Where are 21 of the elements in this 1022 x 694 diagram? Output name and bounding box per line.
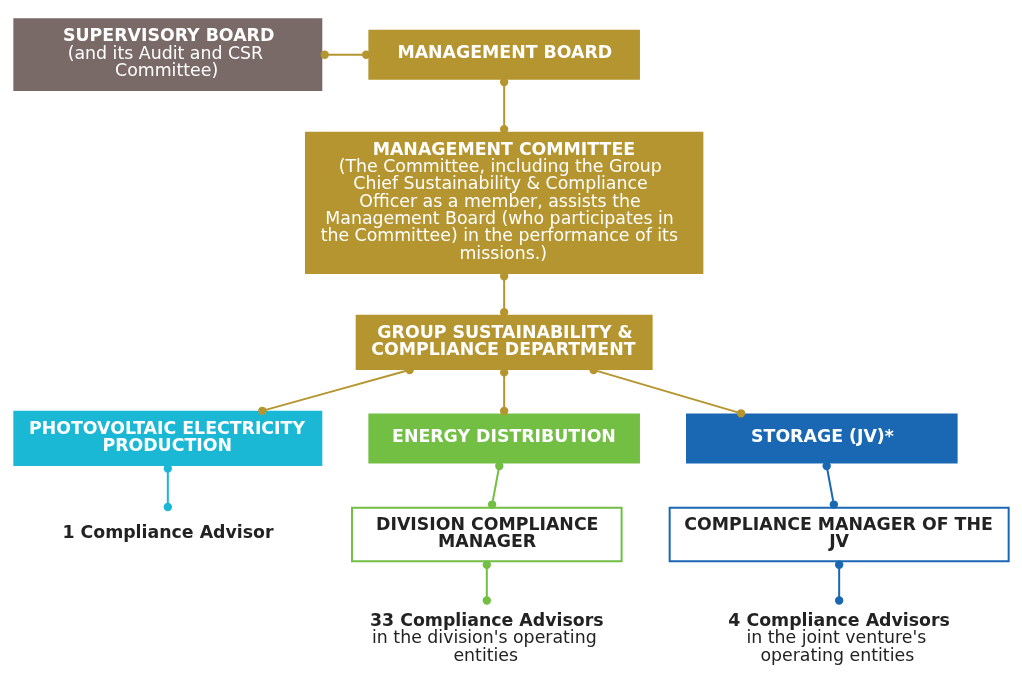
node-box: ENERGY DISTRIBUTION bbox=[367, 413, 640, 464]
node-box: PHOTOVOLTAIC ELECTRICITY PRODUCTION bbox=[12, 410, 322, 467]
connector bbox=[482, 560, 491, 605]
connector bbox=[499, 77, 508, 134]
connector bbox=[163, 464, 172, 512]
connector bbox=[822, 461, 838, 509]
connector bbox=[487, 461, 503, 509]
node-box: STORAGE (JV)* bbox=[685, 413, 958, 464]
node-box: GROUP SUSTAINABILITY & COMPLIANCE DEPARTMENT bbox=[355, 314, 653, 370]
node-text: 1 Compliance Advisor bbox=[61, 521, 274, 542]
node-box: MANAGEMENT COMMITTEE (The Committee, including the Group Chief Sustainability & Compliance Officer as a member, assists the Management Board (who participates in the Committee) in the performance of its missions.) bbox=[304, 131, 703, 274]
node-text: 4 Compliance Advisors in the joint venture's operating entities bbox=[727, 609, 950, 665]
connector bbox=[320, 50, 370, 59]
connector bbox=[834, 560, 843, 605]
node-box: COMPLIANCE MANAGER OF THE JV bbox=[668, 506, 1010, 563]
node-box: DIVISION COMPLIANCE MANAGER bbox=[350, 506, 623, 563]
node-text: 33 Compliance Advisors in the division's operating entities bbox=[369, 609, 604, 665]
node-box: MANAGEMENT BOARD bbox=[367, 29, 640, 80]
connector bbox=[499, 272, 508, 317]
node-box: SUPERVISORY BOARD (and its Audit and CSR Committee) bbox=[12, 18, 322, 92]
connector bbox=[499, 368, 508, 416]
